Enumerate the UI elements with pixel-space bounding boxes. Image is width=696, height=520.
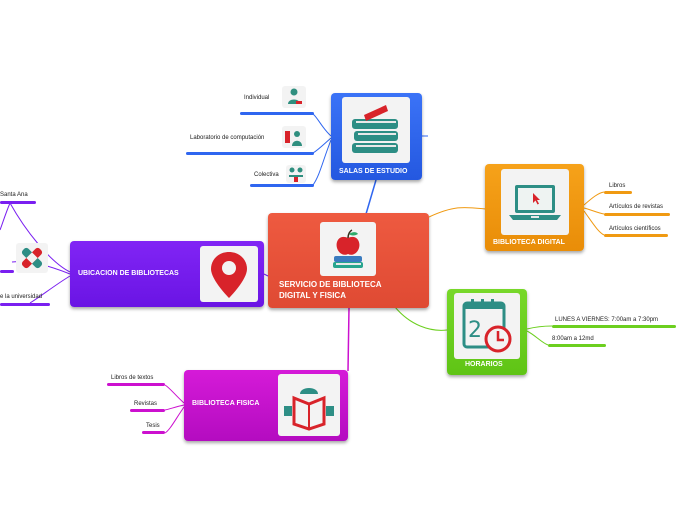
link-fisica-revistas [164, 404, 185, 411]
leaf-universidad[interactable]: e la universidad [0, 294, 43, 300]
link-digital-revistas [583, 207, 605, 215]
topic-salas-de-estudio[interactable]: SALAS DE ESTUDIO [331, 93, 422, 180]
leaf-libros-underline [604, 191, 632, 194]
link-salas-colectiva [312, 139, 332, 186]
ubicacion-title: UBICACION DE BIBLIOTECAS [78, 270, 179, 277]
reader-book-icon [278, 374, 340, 436]
horarios-title: HORARIOS [465, 361, 503, 368]
stacked-books-icon [342, 97, 410, 163]
leaf-articulos-revistas[interactable]: Artículos de revistas [609, 204, 664, 210]
link-central-ubicacion [263, 273, 269, 277]
individual-study-icon [282, 86, 306, 108]
group-study-icon [286, 165, 306, 183]
fisica-title: BIBLIOTECA FISICA [192, 400, 260, 407]
topic-ubicacion-bibliotecas[interactable]: UBICACION DE BIBLIOTECAS [70, 241, 264, 307]
leaf-individual[interactable]: Individual [244, 95, 270, 101]
leaf-revistas[interactable]: Revistas [134, 401, 158, 407]
leaf-revistas-underline [130, 409, 165, 412]
leaf-tesis-underline [142, 431, 165, 434]
link-digital-libros [583, 191, 605, 206]
laptop-cursor-icon [501, 169, 569, 235]
leaf-libros-textos-underline [107, 383, 165, 386]
leaf-articulos-cientificos-underline [604, 234, 668, 237]
leaf-lunes-viernes[interactable]: LUNES A VIERNES: 7:00am a 7:30pm [555, 317, 659, 323]
link-central-digital [428, 206, 487, 218]
central-topic[interactable]: SERVICIO DE BIBLIOTECA DIGITAL Y FISICA [268, 213, 429, 308]
link-central-horarios [394, 306, 448, 331]
computer-lab-icon [282, 126, 306, 148]
leaf-articulos-revistas-underline [604, 213, 670, 216]
apple-books-icon [320, 222, 376, 276]
link-horarios-1 [526, 325, 553, 330]
link-horarios-2 [526, 330, 549, 346]
leaf-articulos-cientificos[interactable]: Artículos científicos [609, 226, 661, 232]
link-ubicacion-3 [29, 275, 71, 304]
leaf-sabado-horario[interactable]: 8:00am a 12md [552, 336, 594, 342]
link-salas-individual [312, 113, 332, 137]
leaf-santa-ana-underline [0, 201, 36, 204]
leaf-universidad-underline [0, 303, 50, 306]
leaf-sabado-horario-underline [548, 344, 606, 347]
digital-title: BIBLIOTECA DIGITAL [493, 239, 565, 246]
leaf-colectiva[interactable]: Colectiva [254, 172, 279, 178]
link-digital-cientificos [583, 210, 605, 236]
salas-title: SALAS DE ESTUDIO [339, 168, 408, 175]
link-fisica-tesis [164, 406, 185, 434]
central-title-line2: DIGITAL Y FISICA [279, 291, 346, 300]
leaf-tesis[interactable]: Tesis [146, 423, 160, 429]
link-santa-ana-branch [0, 202, 11, 231]
leaf-colectiva-underline [250, 184, 314, 187]
topic-biblioteca-fisica[interactable]: BIBLIOTECA FISICA [184, 370, 348, 441]
leaf-libros[interactable]: Libros [609, 183, 626, 189]
leaf-mid-underline [0, 270, 14, 273]
link-fisica-textos [164, 384, 185, 404]
topic-biblioteca-digital[interactable]: BIBLIOTECA DIGITAL [485, 164, 584, 251]
leaf-laboratorio[interactable]: Laboratorio de computación [190, 135, 265, 141]
link-central-fisica [347, 307, 350, 372]
leaf-libros-textos[interactable]: Libros de textos [111, 375, 154, 381]
bandage-icon [16, 243, 48, 273]
map-pin-icon [200, 246, 258, 302]
leaf-laboratorio-underline [186, 152, 314, 155]
central-title-line1: SERVICIO DE BIBLIOTECA [279, 280, 382, 289]
leaf-individual-underline [240, 112, 314, 115]
link-salas-laboratorio [312, 137, 332, 154]
svg-text:2: 2 [468, 318, 482, 343]
calendar-clock-icon: 2 [454, 293, 520, 359]
topic-horarios[interactable]: 2 HORARIOS [447, 289, 527, 375]
leaf-lunes-viernes-underline [552, 325, 676, 328]
link-central-salas [365, 179, 377, 215]
leaf-santa-ana[interactable]: Santa Ana [0, 192, 28, 198]
